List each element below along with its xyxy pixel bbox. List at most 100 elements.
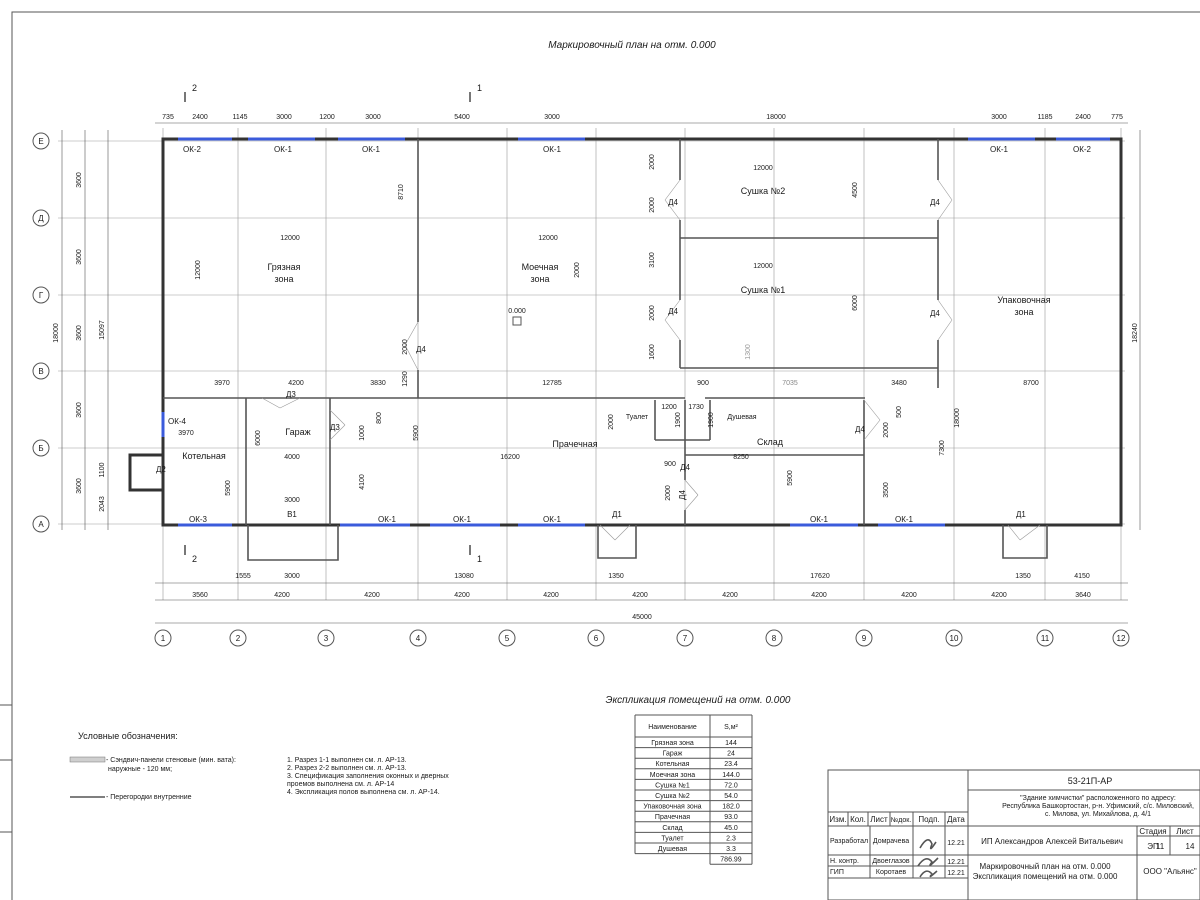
- svg-text:1145: 1145: [232, 114, 247, 121]
- svg-text:13080: 13080: [454, 573, 474, 580]
- svg-text:3480: 3480: [891, 380, 907, 387]
- explication-title: Экспликация помещений на отм. 0.000: [606, 695, 791, 706]
- axis-letters: Е Д Г В Б А: [32, 132, 50, 533]
- svg-text:Экспликация помещений на отм.: Экспликация помещений на отм. 0.000: [973, 872, 1118, 881]
- bottom-dimensions: 1555 3000 13080 1350 17620 1350 4150 356…: [155, 573, 1128, 624]
- overall-dimension: 45000: [632, 614, 652, 621]
- axis-label: 1: [161, 634, 166, 643]
- svg-text:4000: 4000: [284, 454, 300, 461]
- table-cell: 182.0: [722, 804, 740, 811]
- table-cell: Грязная зона: [651, 740, 694, 747]
- svg-text:1000: 1000: [359, 425, 366, 441]
- svg-text:с. Милова, ул. Михайлова, д. 4: с. Милова, ул. Михайлова, д. 4/1: [1045, 810, 1151, 818]
- svg-text:1600: 1600: [649, 344, 656, 360]
- svg-text:Лист: Лист: [1176, 827, 1194, 836]
- axis-label: Б: [38, 444, 43, 453]
- svg-text:3600: 3600: [76, 249, 83, 265]
- svg-text:3560: 3560: [192, 592, 208, 599]
- svg-text:18000: 18000: [53, 323, 60, 343]
- table-cell: Моечная зона: [650, 772, 695, 779]
- svg-text:Д4: Д4: [930, 198, 940, 207]
- axis-label: 8: [772, 634, 777, 643]
- svg-text:Изм.: Изм.: [829, 815, 846, 824]
- room-pack-zone: Упаковочная: [997, 295, 1050, 305]
- svg-text:2000: 2000: [608, 414, 615, 430]
- axis-label: Г: [39, 291, 44, 300]
- svg-text:2000: 2000: [402, 339, 409, 355]
- stamp-author: ИП Александров Алексей Витальевич: [981, 837, 1123, 846]
- svg-text:4200: 4200: [632, 592, 648, 599]
- svg-text:Д4: Д4: [680, 463, 690, 472]
- svg-text:Дата: Дата: [947, 815, 965, 824]
- axis-label: Е: [38, 137, 43, 146]
- room-toilet: Туалет: [626, 414, 649, 421]
- svg-text:3600: 3600: [76, 172, 83, 188]
- svg-text:3600: 3600: [76, 402, 83, 418]
- svg-text:зона: зона: [274, 274, 293, 284]
- room-wash-zone: Моечная: [522, 262, 559, 272]
- svg-text:2: 2: [192, 83, 197, 93]
- svg-text:ОК-1: ОК-1: [810, 515, 829, 524]
- legend: Условные обозначения: - Сэндвич-панели с…: [69, 731, 236, 801]
- svg-text:Д1: Д1: [612, 510, 622, 519]
- svg-text:ОК-1: ОК-1: [378, 515, 397, 524]
- svg-text:2400: 2400: [1075, 114, 1091, 121]
- svg-text:Н. контр.: Н. контр.: [830, 858, 859, 865]
- svg-text:1: 1: [477, 83, 482, 93]
- svg-text:ОК-2: ОК-2: [183, 145, 202, 154]
- room-laundry: Прачечная: [552, 439, 597, 449]
- axis-numbers: 1 2 3 4 5 6 7 8 9 10 11 12: [154, 629, 1130, 647]
- svg-text:5900: 5900: [787, 470, 794, 486]
- svg-text:3500: 3500: [883, 482, 890, 498]
- svg-text:2000: 2000: [649, 305, 656, 321]
- axis-label: 10: [950, 634, 959, 643]
- svg-text:Д3: Д3: [330, 423, 340, 432]
- svg-text:1555: 1555: [235, 573, 251, 580]
- svg-text:5900: 5900: [225, 480, 232, 496]
- svg-text:18240: 18240: [1132, 323, 1139, 343]
- title-block: 53-21П-АР "Здание химчистки" расположенн…: [827, 769, 1200, 900]
- svg-text:2000: 2000: [665, 485, 672, 501]
- svg-text:Д2: Д2: [156, 465, 166, 474]
- svg-text:ОК-4: ОК-4: [168, 417, 187, 426]
- svg-text:ГИП: ГИП: [830, 869, 844, 876]
- svg-text:12000: 12000: [280, 235, 300, 242]
- table-cell: 72.0: [724, 782, 738, 789]
- svg-text:7035: 7035: [782, 380, 798, 387]
- svg-text:В1: В1: [287, 510, 297, 519]
- svg-text:1200: 1200: [661, 404, 677, 411]
- svg-text:4500: 4500: [852, 182, 859, 198]
- svg-text:4200: 4200: [901, 592, 917, 599]
- svg-text:1290: 1290: [402, 371, 409, 387]
- svg-text:12.21: 12.21: [947, 870, 965, 877]
- sheet-frame: [11, 11, 1200, 900]
- svg-text:12785: 12785: [542, 380, 562, 387]
- svg-text:4200: 4200: [722, 592, 738, 599]
- table-cell: Сушка №1: [655, 782, 690, 789]
- svg-text:ОК-1: ОК-1: [543, 515, 562, 524]
- svg-text:Подп.: Подп.: [918, 815, 939, 824]
- svg-text:2043: 2043: [99, 496, 106, 512]
- svg-text:1. Разрез 1-1 выполнен см. л.: 1. Разрез 1-1 выполнен см. л. АР-13.: [287, 757, 407, 764]
- svg-text:наружные - 120 мм;: наружные - 120 мм;: [108, 766, 172, 773]
- svg-text:11: 11: [1156, 842, 1165, 851]
- svg-text:1350: 1350: [608, 573, 624, 580]
- svg-text:ОК-1: ОК-1: [274, 145, 293, 154]
- svg-text:12000: 12000: [753, 263, 773, 270]
- svg-text:0.000: 0.000: [508, 308, 526, 315]
- svg-text:3970: 3970: [214, 380, 230, 387]
- svg-text:ОК-1: ОК-1: [362, 145, 381, 154]
- svg-text:2: 2: [192, 554, 197, 564]
- exterior-walls: [128, 137, 1123, 561]
- axis-label: В: [38, 367, 43, 376]
- grid-lines: [58, 128, 1125, 600]
- svg-text:Д4: Д4: [855, 425, 865, 434]
- svg-text:Республика Башкортостан, р-н.: Республика Башкортостан, р-н. Уфимский, …: [1002, 802, 1194, 810]
- table-header: S,м²: [724, 724, 738, 731]
- svg-text:8710: 8710: [398, 184, 405, 200]
- svg-text:4200: 4200: [274, 592, 290, 599]
- svg-text:Д4: Д4: [668, 198, 678, 207]
- plan-title: Маркировочный план на отм. 0.000: [548, 40, 716, 51]
